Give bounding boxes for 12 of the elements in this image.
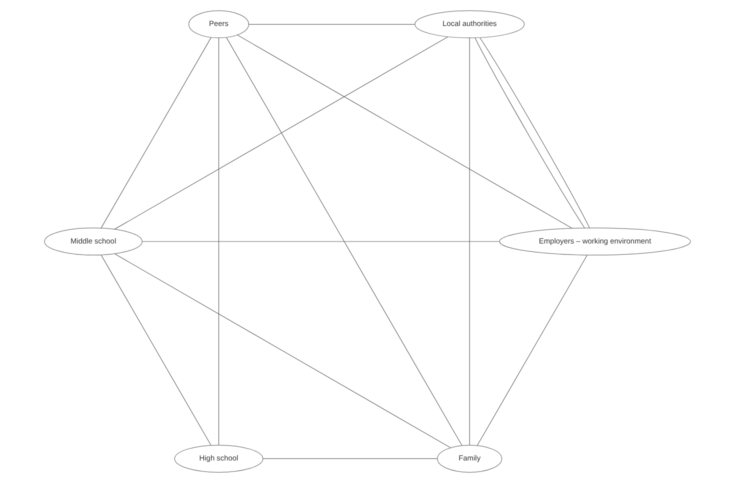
connector [100,37,211,228]
connector [468,38,470,446]
connector [218,38,219,446]
connector [114,254,450,448]
connector [476,254,587,446]
connector [142,241,500,242]
connector [248,24,415,25]
connector [100,254,211,446]
connector [226,37,462,446]
connector [114,36,448,230]
connector [236,34,572,229]
connector [262,458,438,460]
